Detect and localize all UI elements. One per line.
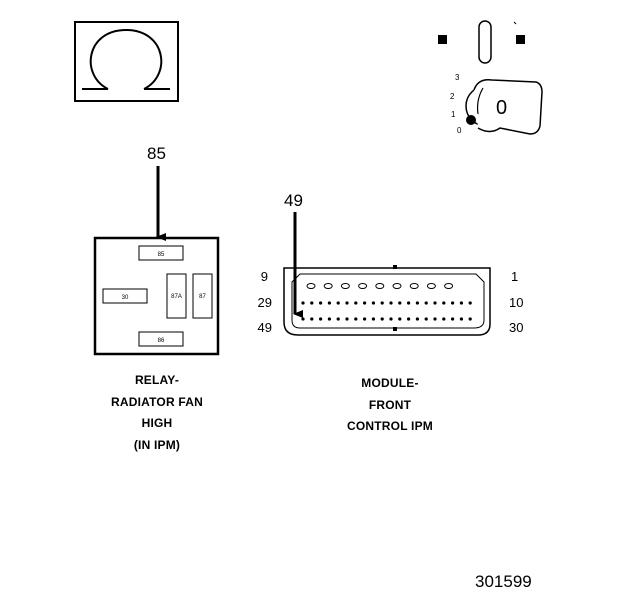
- pin-contact: [451, 317, 455, 321]
- pin-cavity: [426, 283, 436, 289]
- pin-contact: [310, 317, 314, 321]
- pin-contact: [380, 317, 384, 321]
- pin-cavity: [358, 283, 368, 289]
- pin-contact: [301, 317, 305, 321]
- pin-contact: [468, 301, 472, 305]
- pin-cavity: [444, 283, 454, 289]
- pin-contact: [371, 317, 375, 321]
- relay-pointer-pin-label: 85: [147, 144, 166, 163]
- pin-label-9: 9: [261, 269, 268, 284]
- pin-contact: [310, 301, 314, 305]
- pin-contact: [301, 301, 305, 305]
- pin-contact: [459, 301, 463, 305]
- relay-terminal-86: 86: [158, 338, 165, 344]
- pin-contact: [459, 317, 463, 321]
- pin-contact: [389, 317, 393, 321]
- pin-contact: [415, 301, 419, 305]
- pin-contact: [327, 301, 331, 305]
- pin-cavity: [409, 283, 419, 289]
- pin-cavity: [375, 283, 385, 289]
- module-caption-line-3: CONTROL IPM: [347, 419, 433, 433]
- pin-contact: [398, 317, 402, 321]
- pin-contact: [327, 317, 331, 321]
- ignition-position-3: 3: [455, 73, 460, 82]
- pin-cavity: [340, 283, 350, 289]
- relay-terminal-30: 30: [122, 295, 129, 301]
- pin-cavity: [323, 283, 333, 289]
- pin-contact: [354, 317, 358, 321]
- pin-contact: [319, 301, 323, 305]
- relay-terminal-87a: 87A: [171, 294, 182, 300]
- pin-contact: [442, 317, 446, 321]
- pin-contact: [345, 317, 349, 321]
- connector-pins: [301, 283, 472, 321]
- connector-body: [283, 267, 491, 336]
- relay-terminal-85: 85: [158, 252, 165, 258]
- pin-contact: [345, 301, 349, 305]
- pin-contact: [442, 301, 446, 305]
- key-label: 0: [496, 97, 507, 119]
- pin-contact: [424, 317, 428, 321]
- pin-contact: [336, 301, 340, 305]
- pin-contact: [424, 301, 428, 305]
- pin-contact: [468, 317, 472, 321]
- relay-caption-line-1: RELAY-: [135, 373, 179, 387]
- pin-label-10: 10: [509, 295, 523, 310]
- ignition-position-1: 1: [451, 110, 456, 119]
- relay-caption-line-3: HIGH: [142, 416, 173, 430]
- ohmmeter-symbol: [74, 21, 179, 102]
- relay-radiator-fan-high: 85 85 30 87A 87 86 RELAY- RADIATOR FAN H…: [93, 144, 220, 452]
- pin-contact: [371, 301, 375, 305]
- ignition-position-2: 2: [450, 92, 455, 101]
- figure-id: 301599: [475, 572, 532, 591]
- pin-cavity: [306, 283, 316, 289]
- module-caption-line-2: FRONT: [369, 398, 412, 412]
- pin-contact: [363, 317, 367, 321]
- pin-contact: [415, 317, 419, 321]
- pin-contact: [380, 301, 384, 305]
- pin-label-29: 29: [258, 295, 272, 310]
- pin-contact: [389, 301, 393, 305]
- pin-label-30: 30: [509, 320, 523, 335]
- module-caption-line-1: MODULE-: [361, 376, 418, 390]
- pin-contact: [433, 301, 437, 305]
- pin-contact: [336, 317, 340, 321]
- module-pointer-pin-label: 49: [284, 191, 303, 210]
- pin-contact: [451, 301, 455, 305]
- relay-terminal-87: 87: [199, 294, 206, 300]
- pin-contact: [433, 317, 437, 321]
- relay-caption-line-2: RADIATOR FAN: [111, 395, 203, 409]
- ignition-key-switch-icon: 3 2 1 0 0: [438, 20, 543, 135]
- ignition-position-0: 0: [457, 126, 462, 135]
- pin-label-1: 1: [511, 269, 518, 284]
- pin-contact: [407, 301, 411, 305]
- pin-contact: [319, 317, 323, 321]
- module-front-control-ipm: 49 9 29 49 1 10 30 MODULE- FRONT CONTROL…: [258, 191, 524, 433]
- pin-label-49: 49: [258, 320, 272, 335]
- pin-contact: [407, 317, 411, 321]
- pin-contact: [354, 301, 358, 305]
- relay-caption-line-4: (IN IPM): [134, 438, 180, 452]
- pin-cavity: [392, 283, 402, 289]
- relay-body: [93, 236, 220, 356]
- pin-contact: [363, 301, 367, 305]
- pin-contact: [398, 301, 402, 305]
